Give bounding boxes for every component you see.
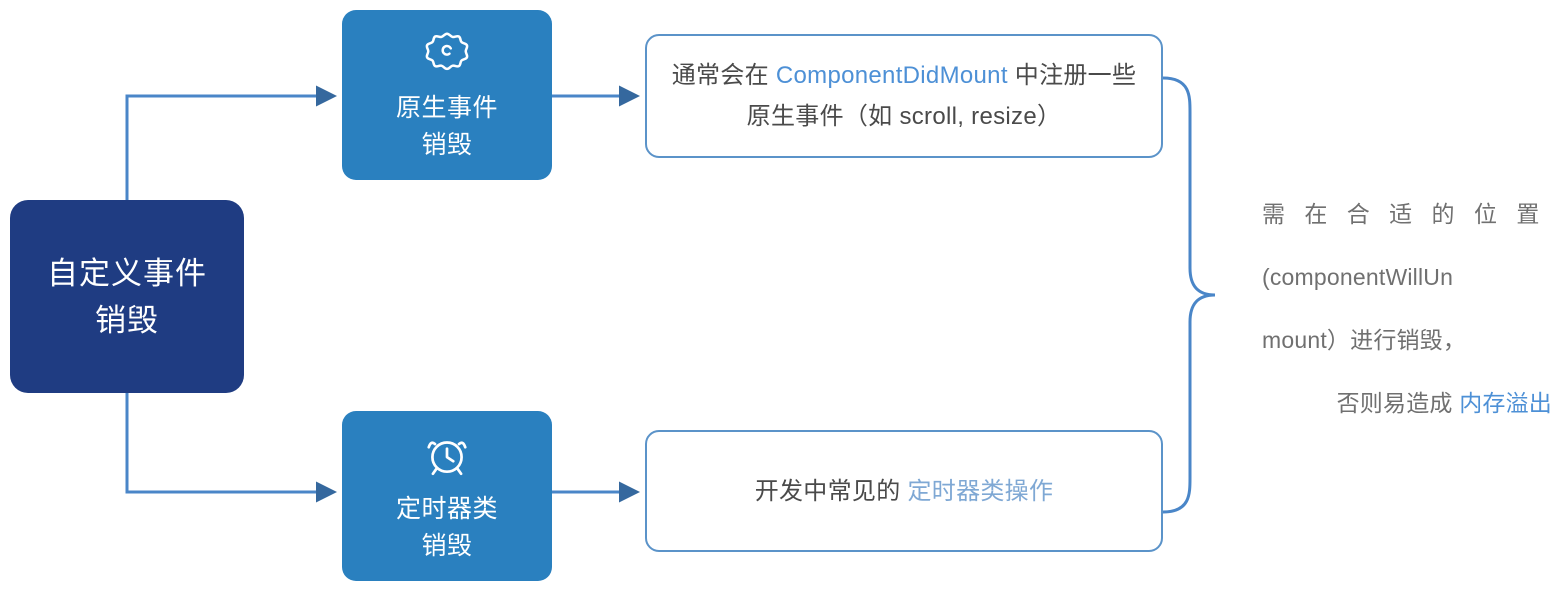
branch-node-native-event[interactable]: 原生事件 销毁 bbox=[342, 10, 552, 180]
curly-brace bbox=[1161, 76, 1216, 514]
branch-timer-line-2: 销毁 bbox=[421, 532, 473, 560]
summary-line-4-prefix: 否则易造成 bbox=[1336, 390, 1460, 416]
native-card-seg-accent: ComponentDidMount bbox=[775, 62, 1008, 89]
description-card-native-event[interactable]: 通常会在 ComponentDidMount 中注册一些原生事件（如 scrol… bbox=[645, 34, 1163, 158]
timer-card-seg-1: 开发中常见的 bbox=[754, 477, 908, 505]
native-card-seg-1: 通常会在 bbox=[671, 62, 776, 89]
gear-icon bbox=[419, 26, 475, 82]
summary-line-4-accent: 内存溢出 bbox=[1459, 390, 1552, 416]
description-card-timer[interactable]: 开发中常见的 定时器类操作 bbox=[645, 430, 1163, 552]
summary-line-2: (componentWillUn bbox=[1262, 264, 1454, 290]
timer-card-seg-accent: 定时器类操作 bbox=[907, 477, 1054, 505]
root-node-custom-event-destroy[interactable]: 自定义事件 销毁 bbox=[10, 200, 244, 393]
native-card-text: 通常会在 ComponentDidMount 中注册一些原生事件（如 scrol… bbox=[647, 55, 1161, 137]
connector-root-to-native bbox=[125, 85, 337, 200]
summary-text-block: 需 在 合 适 的 位 置 (componentWillUn mount）进行销… bbox=[1262, 183, 1552, 435]
root-node-line-2: 销毁 bbox=[95, 302, 159, 338]
alarm-clock-icon bbox=[419, 427, 475, 483]
branch-native-line-2: 销毁 bbox=[421, 131, 473, 159]
timer-card-text: 开发中常见的 定时器类操作 bbox=[739, 471, 1070, 512]
summary-line-3: mount）进行销毁， bbox=[1262, 327, 1467, 353]
summary-line-4: 否则易造成 内存溢出 bbox=[1262, 372, 1552, 435]
branch-node-timer[interactable]: 定时器类 销毁 bbox=[342, 411, 552, 581]
branch-timer-line-1: 定时器类 bbox=[395, 495, 498, 523]
connector-root-to-timer bbox=[125, 393, 337, 503]
summary-line-1: 需 在 合 适 的 位 置 bbox=[1262, 201, 1546, 227]
branch-native-line-1: 原生事件 bbox=[395, 94, 498, 122]
native-card-seg-3: 中注册一些原生事件（如 scroll, resize） bbox=[746, 62, 1137, 130]
root-node-line-1: 自定义事件 bbox=[47, 255, 207, 291]
